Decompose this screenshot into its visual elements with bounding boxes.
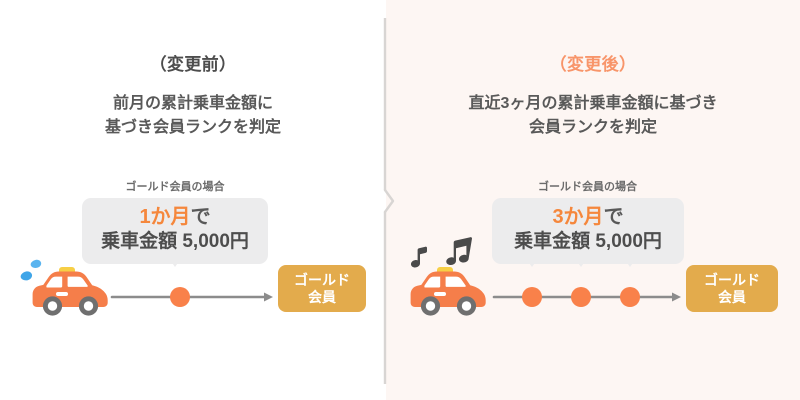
car-door-handle-icon [56, 292, 68, 296]
bubble-after-tail-3 [621, 254, 639, 267]
badge-after-line-2: 会員 [718, 288, 746, 305]
heading-before: （変更前） [149, 55, 237, 74]
car-wheel-icon [78, 296, 99, 316]
badge-gold-member-after: ゴールド 会員 [686, 265, 778, 312]
timeline-arrowhead-icon [672, 292, 681, 302]
bubble-after-tail-2 [572, 254, 590, 267]
badge-after-line-1: ゴールド [704, 271, 760, 288]
bubble-after-highlight: 3か月 [552, 206, 604, 228]
description-before-line-2: 基づき会員ランクを判定 [104, 119, 281, 136]
description-before: 前月の累計乗車金額に 基づき会員ランクを判定 [0, 92, 386, 140]
blue-puff-icon [30, 259, 42, 269]
timeline-dot [620, 287, 640, 307]
speech-bubble-before: 1か月で 乗車金額 5,000円 [82, 198, 268, 264]
timeline-dot [571, 287, 591, 307]
before-illustration [0, 0, 386, 400]
bubble-before-tail [166, 254, 184, 267]
bubble-before-row-1: 1か月で [96, 205, 254, 230]
caption-before: ゴールド会員の場合 [125, 181, 225, 193]
bubble-after-row-2: 乗車金額 5,000円 [514, 231, 662, 252]
car-wheel-icon [42, 296, 63, 316]
bubble-after-tail-1 [523, 254, 541, 267]
description-after-line-2: 会員ランクを判定 [528, 119, 657, 136]
after-illustration [386, 0, 800, 400]
badge-gold-member-before: ゴールド 会員 [278, 265, 366, 312]
description-before-line-1: 前月の累計乗車金額に [112, 95, 273, 112]
timeline-before [110, 287, 273, 307]
car-door-handle-icon [434, 292, 446, 296]
description-after: 直近3ヶ月の累計乗車金額に基づき 会員ランクを判定 [386, 92, 800, 140]
taxi-car-icon [32, 267, 108, 316]
bubble-before-highlight: 1か月 [139, 206, 191, 228]
bubble-after-row-1: 3か月で [506, 205, 670, 230]
music-note-single-icon [410, 246, 427, 268]
timeline-after [492, 287, 681, 307]
timeline-dot [170, 287, 190, 307]
bubble-after-suffix: で [603, 206, 624, 228]
speech-bubble-after: 3か月で 乗車金額 5,000円 [492, 198, 684, 264]
blue-puff-icon [20, 271, 33, 281]
bubble-before-suffix: で [190, 206, 211, 228]
taxi-car-icon [410, 267, 486, 316]
badge-before-line-2: 会員 [308, 288, 336, 305]
bubble-before-row-2: 乗車金額 5,000円 [101, 231, 249, 252]
timeline-dot [522, 287, 542, 307]
music-note-double-icon [446, 237, 472, 266]
badge-before-line-1: ゴールド [294, 271, 350, 288]
caption-after: ゴールド会員の場合 [538, 181, 637, 193]
description-after-line-1: 直近3ヶ月の累計乗車金額に基づき [468, 95, 718, 112]
heading-after: （変更後） [549, 55, 637, 74]
car-wheel-icon [456, 296, 477, 316]
car-wheel-icon [420, 296, 441, 316]
timeline-arrowhead-icon [264, 292, 273, 302]
